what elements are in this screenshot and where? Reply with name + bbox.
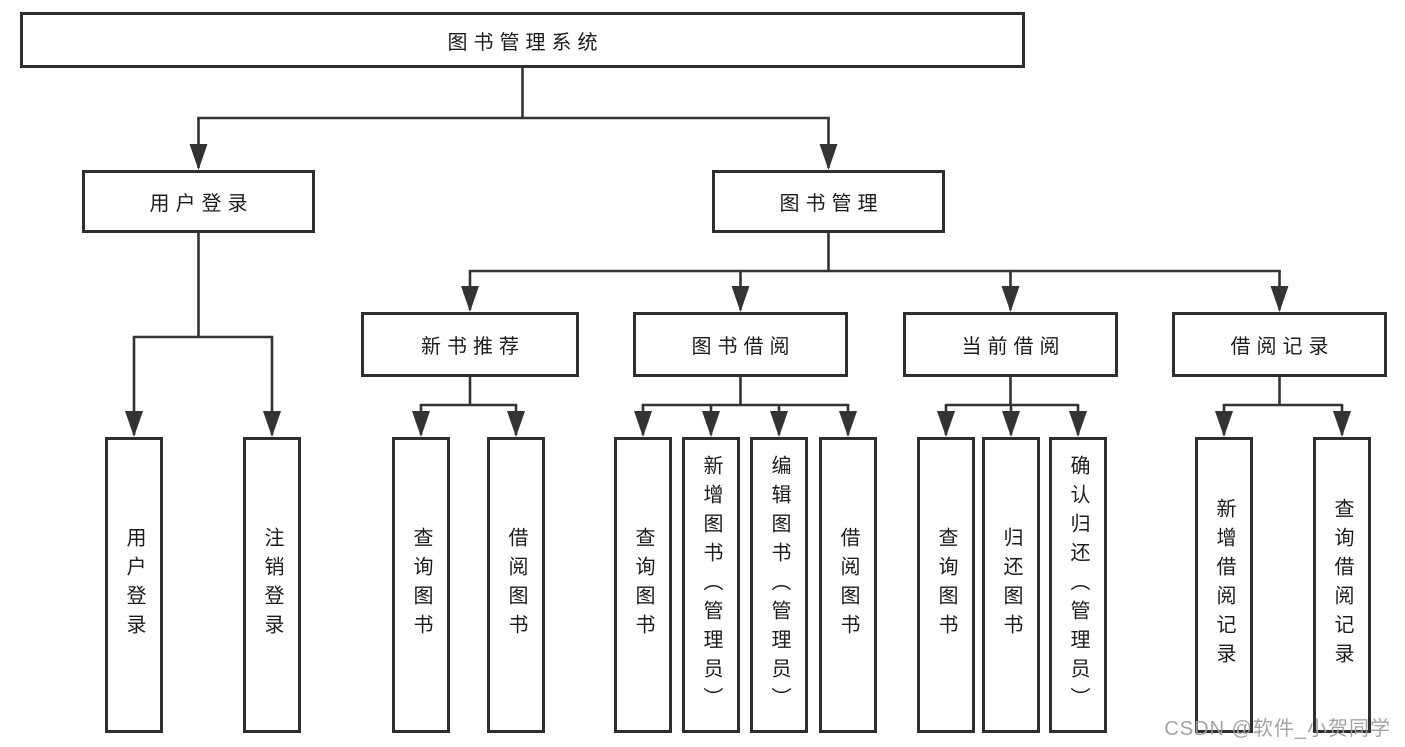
node-user-login-label: 用户登录 — [149, 193, 254, 215]
leaf-borrow-borrow-books: 借阅图书 — [819, 437, 877, 733]
leaf-current-query-books-label: 查询图书 — [935, 527, 957, 643]
edge-user-login-to-leaves — [125, 233, 281, 437]
leaf-logout: 注销登录 — [243, 437, 301, 733]
node-new-book-recommend-label: 新书推荐 — [421, 336, 525, 358]
leaf-borrow-query-books-label: 查询图书 — [632, 527, 654, 643]
node-book-borrow-label: 图书借阅 — [691, 336, 796, 358]
leaf-recommend-query-books: 查询图书 — [392, 437, 450, 733]
edge-recommend-to-leaves — [412, 377, 525, 437]
node-current-borrow: 当前借阅 — [903, 312, 1118, 377]
node-new-book-recommend: 新书推荐 — [361, 312, 579, 377]
leaf-recommend-borrow-books-label: 借阅图书 — [505, 527, 527, 643]
leaf-logout-label: 注销登录 — [261, 527, 283, 643]
leaf-records-query-record: 查询借阅记录 — [1313, 437, 1371, 733]
leaf-records-query-record-label: 查询借阅记录 — [1331, 498, 1353, 672]
edge-borrow-to-leaves — [634, 377, 857, 437]
leaf-borrow-query-books: 查询图书 — [614, 437, 672, 733]
leaf-current-return-books: 归还图书 — [982, 437, 1040, 733]
node-root-label: 图书管理系统 — [447, 31, 604, 54]
leaf-recommend-query-books-label: 查询图书 — [410, 527, 432, 643]
leaf-current-confirm-return-admin-label: 确认归还（管理员） — [1067, 454, 1089, 716]
node-borrow-records-label: 借阅记录 — [1230, 336, 1335, 358]
node-root-system: 图书管理系统 — [20, 12, 1025, 68]
edge-book-management-to-level3 — [461, 233, 1289, 312]
leaf-current-query-books: 查询图书 — [917, 437, 975, 733]
node-book-borrow: 图书借阅 — [633, 312, 848, 377]
leaf-user-login-label: 用户登录 — [123, 527, 145, 643]
edge-root-to-level2 — [189, 68, 838, 170]
leaf-borrow-edit-books-admin-label: 编辑图书（管理员） — [768, 454, 790, 716]
leaf-borrow-add-books-admin-label: 新增图书（管理员） — [700, 454, 722, 716]
leaf-borrow-add-books-admin: 新增图书（管理员） — [682, 437, 740, 733]
leaf-borrow-borrow-books-label: 借阅图书 — [837, 527, 859, 643]
node-book-management-label: 图书管理 — [779, 193, 884, 215]
leaf-records-add-record: 新增借阅记录 — [1195, 437, 1253, 733]
node-current-borrow-label: 当前借阅 — [961, 336, 1066, 358]
leaf-recommend-borrow-books: 借阅图书 — [487, 437, 545, 733]
leaf-borrow-edit-books-admin: 编辑图书（管理员） — [750, 437, 808, 733]
leaf-records-add-record-label: 新增借阅记录 — [1213, 498, 1235, 672]
csdn-watermark: CSDN @软件_小贺同学 — [1164, 718, 1391, 740]
leaf-current-confirm-return-admin: 确认归还（管理员） — [1049, 437, 1107, 733]
node-borrow-records: 借阅记录 — [1172, 312, 1387, 377]
edge-records-to-leaves — [1215, 377, 1351, 437]
leaf-current-return-books-label: 归还图书 — [1000, 527, 1022, 643]
leaf-user-login: 用户登录 — [105, 437, 163, 733]
node-book-management: 图书管理 — [712, 170, 945, 233]
node-user-login: 用户登录 — [82, 170, 315, 233]
edge-current-to-leaves — [937, 377, 1087, 437]
